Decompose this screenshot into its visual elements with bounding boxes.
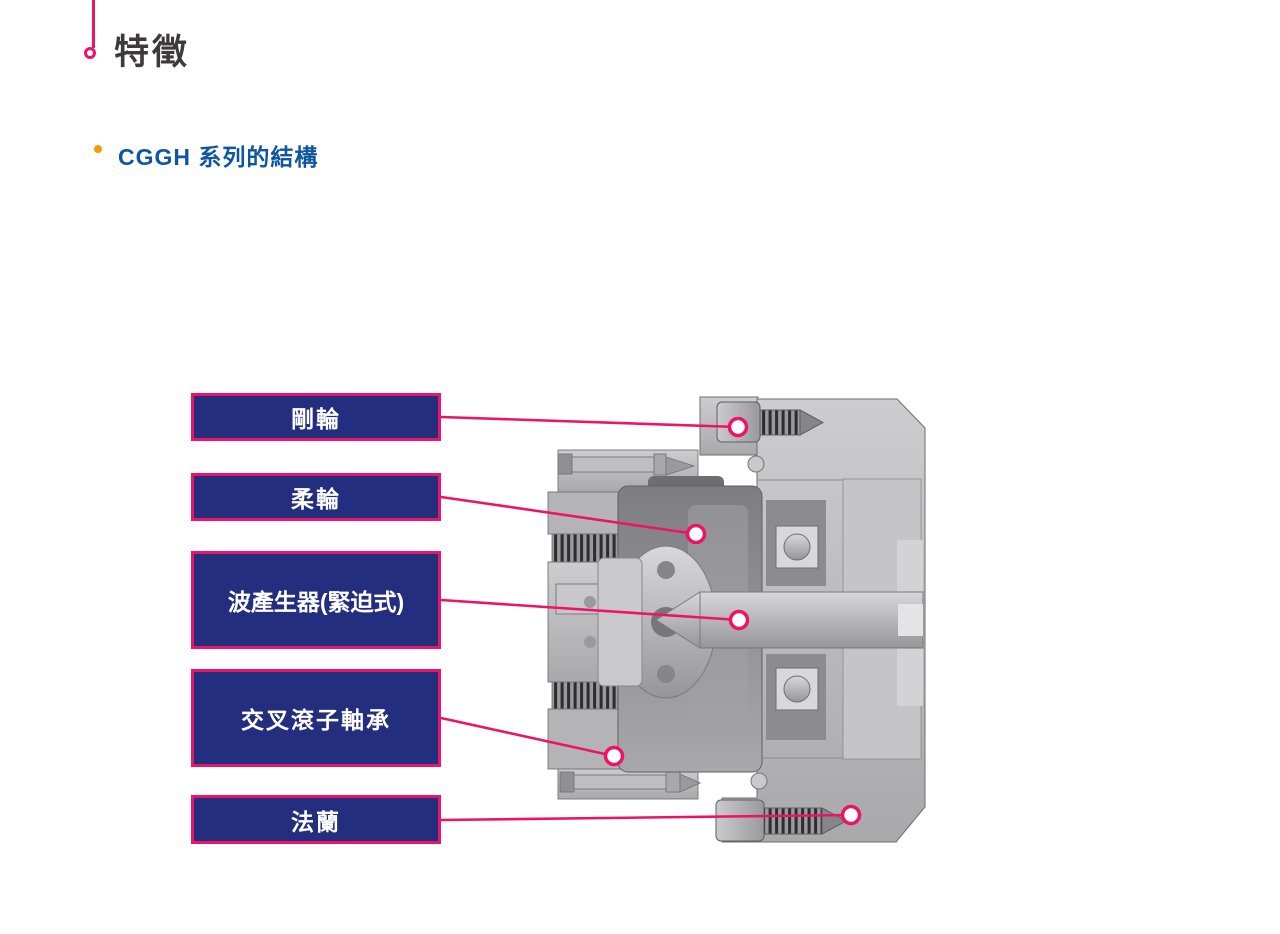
accent-line: [92, 0, 95, 48]
callout-marker-flex-wheel: [685, 523, 707, 545]
callout-marker-flange: [840, 804, 862, 826]
section-heading: CGGH 系列的結構: [118, 144, 319, 170]
leader-line-flex-wheel: [440, 495, 697, 536]
accent-dot-icon: [84, 47, 96, 59]
leader-line-cross-roller-bearing: [440, 716, 615, 758]
leader-line-wave-generator: [440, 598, 740, 622]
callout-marker-cross-roller-bearing: [603, 745, 625, 767]
callout-marker-wave-generator: [728, 609, 750, 631]
diagram-label-flex-wheel: 柔輪: [191, 473, 441, 521]
diagram-label-wave-generator: 波產生器(緊迫式): [191, 551, 441, 649]
bottom-bolt: [715, 799, 848, 842]
bullet-ring-icon: [94, 145, 102, 153]
diagram-label-cross-roller-bearing: 交叉滾子軸承: [191, 669, 441, 767]
leader-line-rigid-wheel: [440, 415, 739, 429]
callout-markers: [603, 416, 862, 826]
input-shaft-part: [655, 591, 924, 649]
callout-leaders: [440, 415, 852, 822]
page-title: 特徵: [114, 33, 191, 72]
diagram-label-flange: 法蘭: [191, 795, 441, 844]
diagram-label-rigid-wheel: 剛輪: [191, 393, 441, 441]
callout-marker-rigid-wheel: [727, 416, 749, 438]
leader-line-flange: [440, 813, 852, 822]
